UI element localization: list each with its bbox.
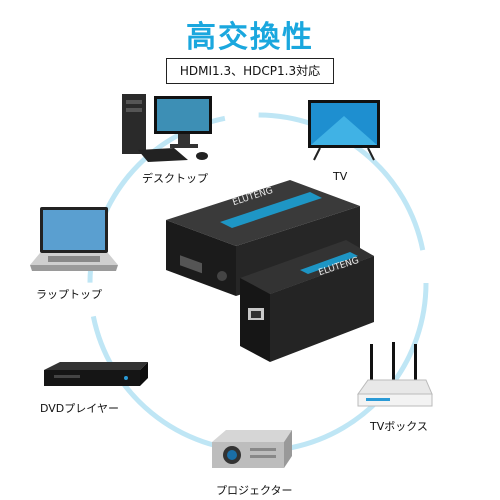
compatibility-badge: HDMI1.3、HDCP1.3対応 bbox=[166, 58, 334, 84]
dvd-label: DVDプレイヤー bbox=[40, 402, 119, 415]
tv-box-router-icon bbox=[357, 342, 433, 407]
laptop-label: ラップトップ bbox=[36, 288, 102, 301]
transmitter-unit bbox=[166, 180, 360, 296]
page-title: 高交換性 bbox=[186, 20, 314, 55]
desktop-computer-icon bbox=[122, 94, 212, 162]
laptop-icon bbox=[30, 207, 118, 271]
tv-icon bbox=[308, 100, 380, 161]
receiver-unit bbox=[240, 240, 374, 362]
tv-label: TV bbox=[333, 170, 348, 183]
desktop-label: デスクトップ bbox=[142, 172, 208, 185]
dvd-player-icon bbox=[44, 362, 148, 386]
hdmi-extender-units bbox=[166, 180, 374, 362]
projector-label: プロジェクター bbox=[216, 484, 293, 497]
projector-icon bbox=[212, 430, 292, 468]
tv-box-label: TVボックス bbox=[370, 420, 428, 433]
